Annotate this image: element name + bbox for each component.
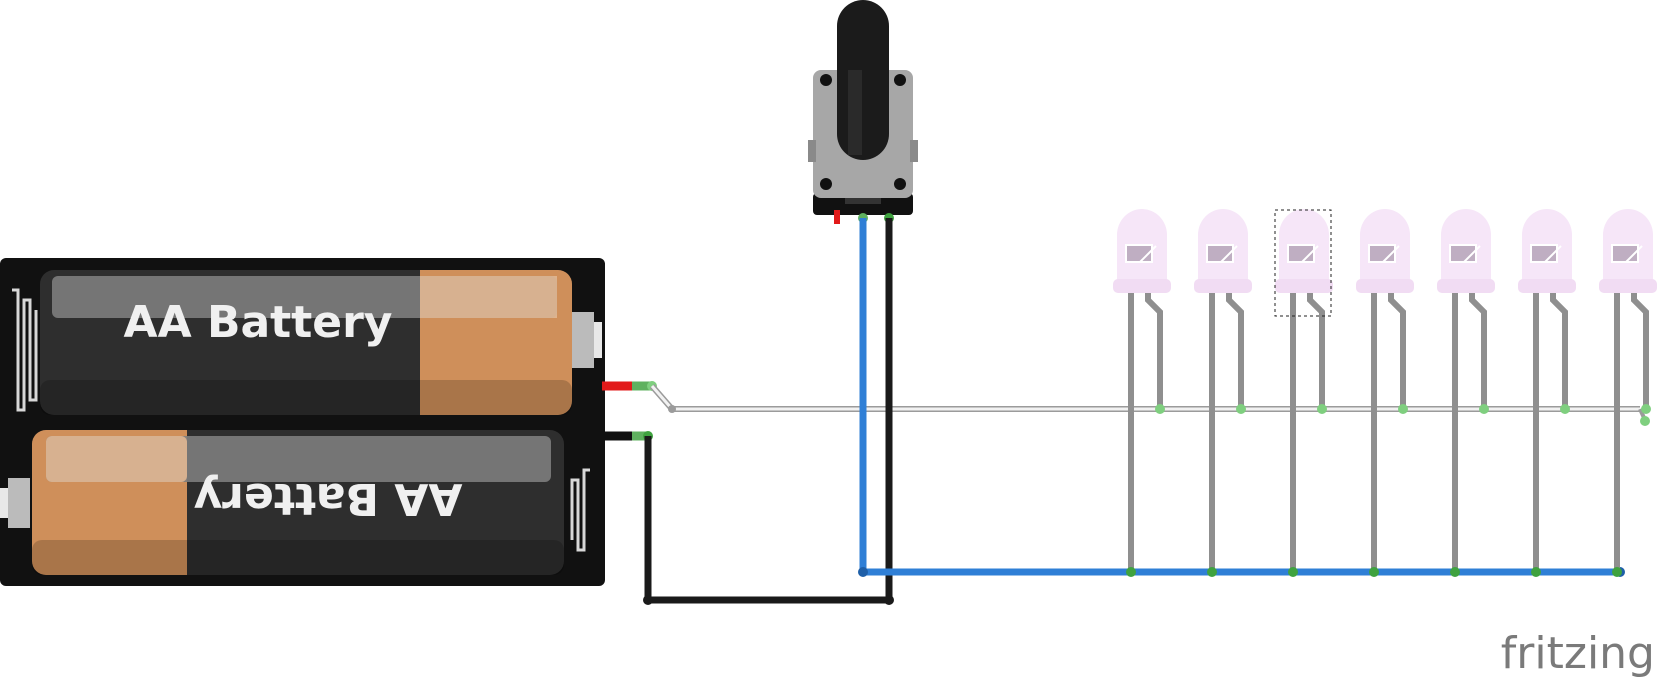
led-array <box>1113 209 1657 577</box>
positive-rail-wire[interactable] <box>649 384 1650 426</box>
led-anode-leg <box>1550 292 1568 409</box>
led-die <box>1449 244 1481 263</box>
led-cathode-connector[interactable] <box>1207 567 1217 577</box>
led-die <box>1530 244 1562 263</box>
led[interactable] <box>1194 209 1252 577</box>
led-rim <box>1113 279 1171 293</box>
led[interactable] <box>1113 209 1171 577</box>
led-anode-connector[interactable] <box>1479 404 1489 414</box>
led-cathode-connector[interactable] <box>1531 567 1541 577</box>
led-anode-leg <box>1388 292 1406 409</box>
led-anode-leg <box>1307 292 1325 409</box>
led-die <box>1125 244 1157 263</box>
potentiometer[interactable] <box>808 0 918 224</box>
led-die <box>1368 244 1400 263</box>
ground-wire[interactable] <box>643 218 894 605</box>
led-cathode-connector[interactable] <box>1126 567 1136 577</box>
led-anode-leg <box>1226 292 1244 409</box>
led-rim <box>1275 279 1333 293</box>
led[interactable] <box>1518 209 1576 577</box>
battery-cell-top: AA Battery <box>40 270 602 415</box>
led-anode-connector[interactable] <box>1317 404 1327 414</box>
led-rim <box>1437 279 1495 293</box>
battery-cell-bottom: AA Battery <box>0 430 564 575</box>
battery-positive-lead[interactable] <box>602 381 657 391</box>
battery-label-bottom: AA Battery <box>194 473 463 524</box>
led-anode-connector[interactable] <box>1641 404 1651 414</box>
led-die <box>1611 244 1643 263</box>
led-anode-leg <box>1469 292 1487 409</box>
led-anode-leg <box>1631 292 1649 409</box>
led-cathode-connector[interactable] <box>1612 567 1622 577</box>
led-rim <box>1194 279 1252 293</box>
led-rim <box>1518 279 1576 293</box>
led-rim <box>1599 279 1657 293</box>
led-anode-connector[interactable] <box>1155 404 1165 414</box>
led-cathode-connector[interactable] <box>1288 567 1298 577</box>
led[interactable] <box>1274 209 1333 577</box>
led-cathode-connector[interactable] <box>1450 567 1460 577</box>
led-anode-connector[interactable] <box>1236 404 1246 414</box>
led-anode-connector[interactable] <box>1398 404 1408 414</box>
fritzing-logo: fritzing <box>1501 628 1655 679</box>
led-anode-connector[interactable] <box>1560 404 1570 414</box>
pot-pin-1[interactable] <box>834 210 840 224</box>
led-die <box>1206 244 1238 263</box>
battery-label-top: AA Battery <box>124 297 393 348</box>
led[interactable] <box>1356 209 1414 577</box>
led[interactable] <box>1437 209 1495 577</box>
led-rim <box>1356 279 1414 293</box>
led[interactable] <box>1599 209 1657 577</box>
battery-holder[interactable]: AA Battery AA Battery <box>0 258 605 586</box>
led-cathode-connector[interactable] <box>1369 567 1379 577</box>
led-die <box>1287 244 1319 263</box>
led-anode-leg <box>1145 292 1163 409</box>
selection-box <box>1274 209 1332 317</box>
